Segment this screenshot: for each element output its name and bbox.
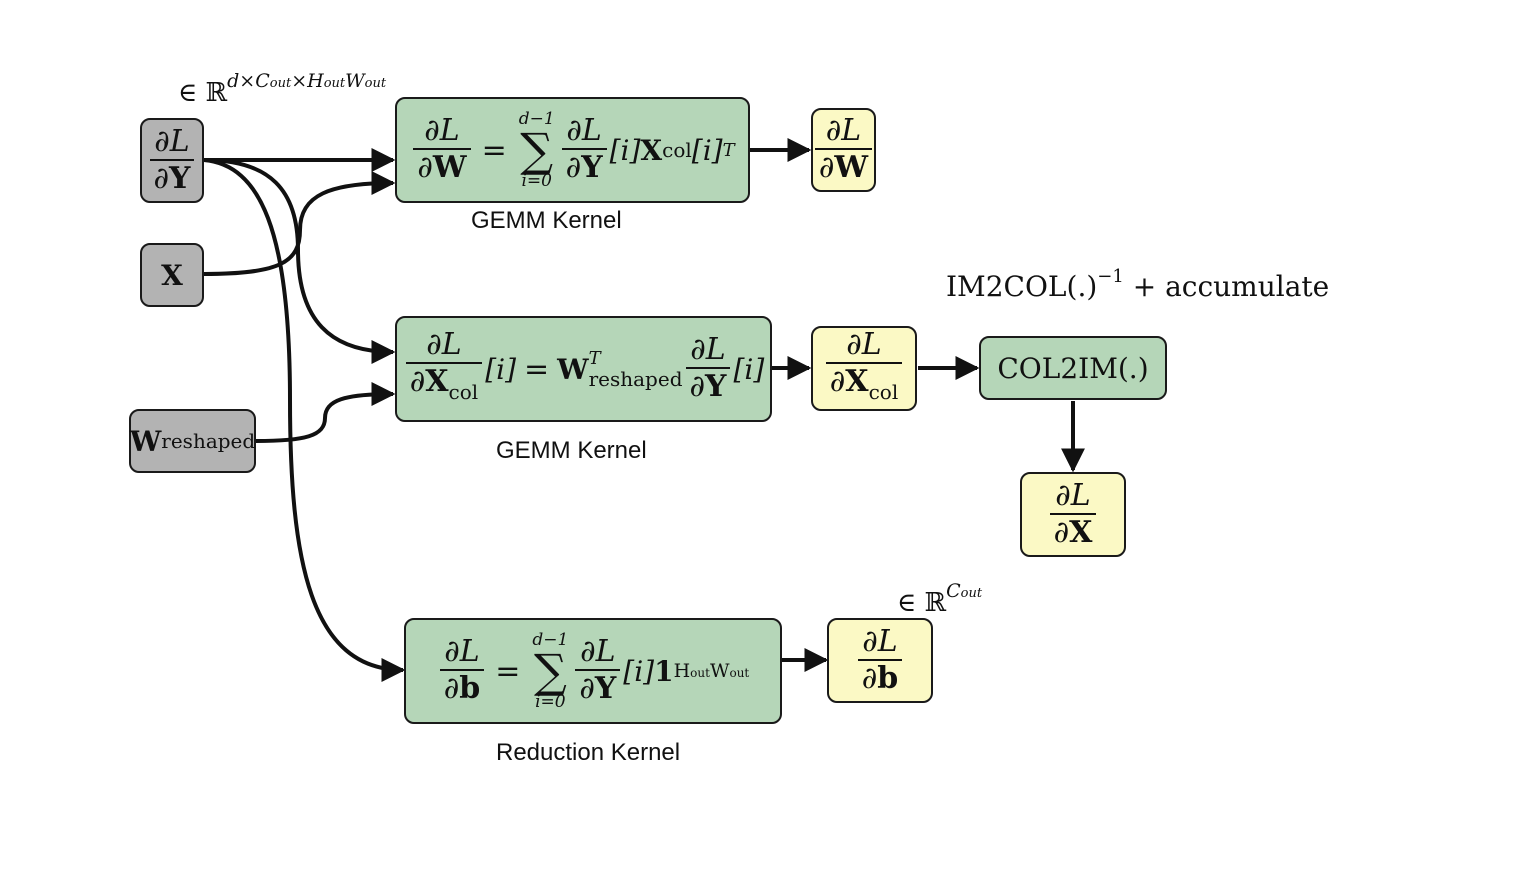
col2im-kernel: COL2IM(.) — [979, 336, 1167, 400]
arrow-x-to-gemm1 — [203, 171, 396, 276]
gemm1-caption: GEMM Kernel — [471, 207, 622, 234]
db-dimension-label: ∈ ℝCout — [897, 580, 983, 618]
arrow-dy-to-reduction — [203, 158, 406, 682]
arrow-w-to-gemm2 — [255, 382, 396, 443]
input-dl-dy: ∂L ∂Y — [140, 118, 204, 203]
col2im-annotation: IM2COL(.)−1 + accumulate — [946, 266, 1330, 303]
dy-dimension-label: ∈ ℝd×Cout×HoutWout — [178, 70, 387, 108]
reduction-caption: Reduction Kernel — [496, 739, 681, 766]
output-dl-dx: ∂L∂X — [1020, 472, 1126, 557]
output-dl-dw: ∂L∂W — [811, 108, 876, 192]
output-dl-db: ∂L∂b — [827, 618, 933, 703]
gemm2-caption: GEMM Kernel — [496, 437, 647, 464]
arrow-dy-to-gemm2 — [203, 158, 396, 364]
output-dl-dxcol: ∂L∂Xcol — [811, 326, 917, 411]
input-x: X — [140, 243, 204, 307]
